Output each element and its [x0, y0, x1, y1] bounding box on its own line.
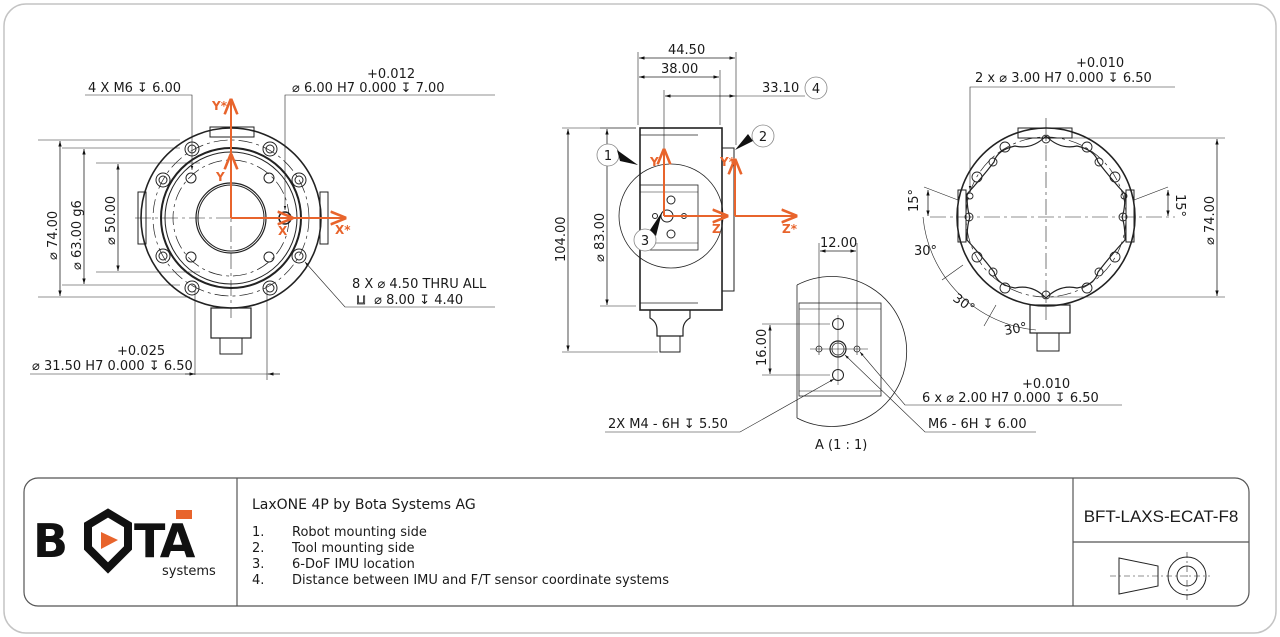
axis-label-y-star: Y* [719, 155, 736, 169]
note-number: 3. [252, 557, 264, 572]
callout-counterbore: ⊔⌀ 8.00 ↧ 4.40 [356, 293, 463, 308]
note-number: 4. [252, 573, 264, 588]
axis-label-y: Y [649, 155, 659, 169]
note-text: Distance between IMU and F/T sensor coor… [292, 573, 669, 588]
back-view [922, 86, 1225, 352]
detail-view-a [605, 243, 1122, 433]
axis-label-y: Y [215, 170, 225, 184]
title-block [23, 477, 1250, 607]
dim-width-44-50: 44.50 [668, 43, 705, 58]
balloon-2: 2 [759, 130, 767, 145]
dim-height-104: 104.00 [554, 217, 569, 263]
note-text: 6-DoF IMU location [292, 557, 415, 572]
callout-pin-tolerance: +0.012 [367, 67, 415, 82]
balloon-4: 4 [812, 82, 820, 97]
sheet-border [3, 3, 1277, 634]
note-number: 1. [252, 525, 264, 540]
callout-pin-tolerance-back: +0.010 [1076, 56, 1124, 71]
part-number: BFT-LAXS-ECAT-F8 [1084, 507, 1239, 526]
callout-pins: 6 x ⌀ 2.00 H7 0.000 ↧ 6.50 [922, 391, 1099, 406]
callout-bore-tolerance: +0.025 [117, 344, 165, 359]
side-coordinate-axes [664, 150, 796, 216]
axis-label-z: Z [712, 222, 721, 236]
logo-shield-icon [84, 508, 132, 574]
dim-angle-30-c: 30° [1003, 320, 1028, 339]
front-coordinate-axes [231, 100, 345, 218]
dim-diameter-50: ⌀ 50.00 [104, 196, 119, 245]
note-number: 2. [252, 541, 264, 556]
callout-pin-hole: ⌀ 6.00 H7 0.000 ↧ 7.00 [292, 81, 445, 96]
callout-bore: ⌀ 31.50 H7 0.000 ↧ 6.50 [32, 359, 193, 374]
dim-height-16: 16.00 [755, 329, 770, 366]
projection-symbol-icon [1110, 552, 1210, 600]
dim-diameter-83: ⌀ 83.00 [593, 213, 608, 262]
dim-width-38-00: 38.00 [661, 62, 698, 77]
logo-subtitle: systems [162, 564, 216, 579]
drawing-title: LaxONE 4P by Bota Systems AG [252, 497, 476, 513]
axis-label-x-star: X* [335, 223, 351, 237]
dim-angle-15-right: 15° [1172, 194, 1187, 217]
side-view [562, 52, 828, 353]
callout-pins-tolerance: +0.010 [1022, 377, 1070, 392]
axis-label-z-star: Z* [782, 222, 798, 236]
callout-m4-threads: 2X M4 - 6H ↧ 5.50 [608, 417, 728, 432]
note-text: Robot mounting side [292, 525, 427, 540]
notes-list: 1. Robot mounting side 2. Tool mounting … [252, 525, 669, 588]
logo-play-icon [101, 532, 118, 549]
note-text: Tool mounting side [291, 541, 414, 556]
axis-label-y-star: Y* [211, 99, 228, 113]
logo-wordmark-ta: TA [134, 514, 196, 568]
logo-accent [176, 510, 192, 519]
logo-wordmark-b: B [33, 514, 66, 568]
axis-label-x: X [278, 224, 288, 238]
dim-diameter-63: ⌀ 63.00 g6 [70, 200, 85, 270]
callout-m6-thread: M6 - 6H ↧ 6.00 [928, 417, 1027, 432]
detail-label: A (1 : 1) [815, 438, 867, 453]
balloon-3: 3 [641, 234, 649, 249]
dim-diameter-74-back: ⌀ 74.00 [1203, 196, 1218, 245]
bota-logo: B TA systems [33, 508, 216, 579]
dim-angle-30-a: 30° [914, 244, 937, 259]
balloon-1: 1 [604, 149, 612, 164]
dim-width-33-10: 33.10 [762, 81, 799, 96]
dim-width-12: 12.00 [820, 236, 857, 251]
callout-pin-back: 2 x ⌀ 3.00 H7 0.000 ↧ 6.50 [975, 71, 1152, 86]
callout-m6-threads: 4 X M6 ↧ 6.00 [88, 81, 181, 96]
dim-angle-15-left: 15° [907, 189, 922, 212]
callout-thru-holes: 8 X ⌀ 4.50 THRU ALL [352, 277, 487, 292]
dim-diameter-74: ⌀ 74.00 [46, 211, 61, 260]
